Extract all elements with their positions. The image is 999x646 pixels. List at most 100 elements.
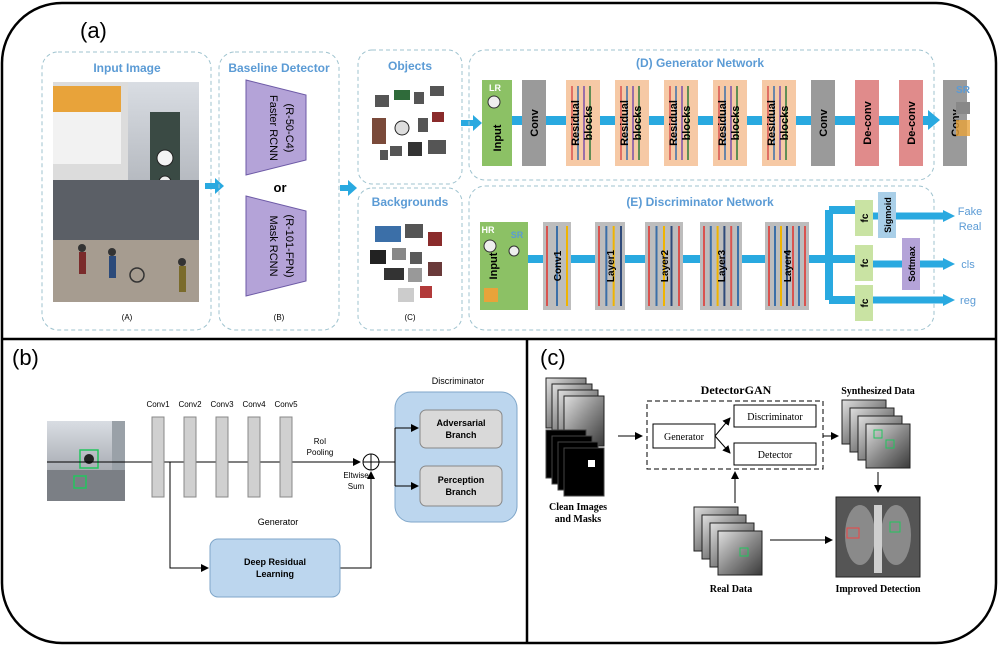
deep-residual-box bbox=[209, 538, 341, 598]
panel-c: (c) Clean Images and Masks DetectorGAN G… bbox=[540, 345, 921, 595]
panel-a: (a) Input Image (A) bbox=[41, 18, 982, 331]
generator-block-9: De-conv bbox=[899, 80, 923, 166]
faster-rcnn-line1: Faster RCNN bbox=[267, 95, 279, 161]
generator-title: (D) Generator Network bbox=[636, 56, 764, 70]
discriminator-input-label: Input bbox=[488, 252, 500, 279]
detectorgan-box bbox=[646, 400, 824, 470]
conv-label: Conv5 bbox=[274, 400, 298, 409]
sr-output-label: SR bbox=[956, 85, 971, 96]
conv-label: Conv3 bbox=[210, 400, 234, 409]
generator-block-label: blocks bbox=[730, 106, 742, 141]
softmax-block bbox=[902, 238, 920, 290]
conv-block-5: Conv5 bbox=[274, 400, 298, 498]
sr-output-image bbox=[956, 102, 970, 114]
panel-b: (b) Conv1 Conv2 Conv3 Conv4 Conv5 RoI Poolin… bbox=[12, 345, 518, 598]
generator-block-label: blocks bbox=[681, 106, 693, 141]
adversarial-line2: Branch bbox=[445, 430, 476, 440]
backgrounds-title: Backgrounds bbox=[372, 195, 449, 209]
disc-layer-label: Layer3 bbox=[717, 249, 728, 282]
output-real: Real bbox=[959, 221, 982, 233]
real-data-stack bbox=[693, 506, 763, 576]
objects-title: Objects bbox=[388, 59, 432, 73]
generator-block-label: Residual bbox=[570, 100, 582, 146]
generator-input-block bbox=[482, 80, 512, 166]
residual-return-path bbox=[339, 471, 375, 569]
synthesized-stack bbox=[841, 399, 911, 469]
conv-block-4: Conv4 bbox=[242, 400, 266, 498]
input-image-box: Input Image (A) bbox=[41, 51, 212, 331]
generator-lr: LR bbox=[489, 83, 501, 93]
mask-rcnn-line2: (R-101-FPN) bbox=[283, 215, 295, 278]
background-crops bbox=[370, 224, 442, 302]
generator-block-label: Residual bbox=[619, 100, 631, 146]
discriminator-hr: HR bbox=[482, 225, 495, 235]
disc-layer-1: Conv1 bbox=[543, 222, 571, 310]
disc-layer-5: Layer4 bbox=[765, 222, 809, 310]
baseline-detector-box: Baseline Detector Faster RCNN (R-50-C4) … bbox=[218, 51, 340, 331]
input-image-tag: (A) bbox=[122, 313, 133, 322]
perception-branch bbox=[419, 465, 503, 507]
perception-line2: Branch bbox=[445, 487, 476, 497]
deep-residual-line2: Learning bbox=[256, 569, 294, 579]
mask-rcnn-block bbox=[245, 195, 307, 297]
conv-block-2: Conv2 bbox=[178, 400, 202, 498]
panel-c-label: (c) bbox=[540, 345, 566, 370]
discriminator-layers: Conv1 Layer1 Layer2 Layer3 Layer4 bbox=[543, 222, 809, 310]
eltwise-line1: Eltwise bbox=[343, 471, 369, 480]
generator-block-label: blocks bbox=[632, 106, 644, 141]
clean-images-line2: and Masks bbox=[555, 514, 602, 525]
fc-block-2 bbox=[855, 245, 873, 281]
street-photo bbox=[53, 82, 199, 302]
clean-images-line1: Clean Images bbox=[549, 502, 607, 513]
generator-block-label: Residual bbox=[717, 100, 729, 146]
baseline-title: Baseline Detector bbox=[228, 61, 330, 75]
adversarial-branch bbox=[419, 409, 503, 449]
fc-label-2: fc bbox=[860, 258, 871, 267]
real-data-label: Real Data bbox=[710, 584, 753, 595]
disc-layer-3: Layer2 bbox=[645, 222, 683, 310]
baseline-tag-b: (B) bbox=[274, 313, 285, 322]
disc-layer-label: Layer4 bbox=[783, 249, 794, 282]
discriminator-sr: SR bbox=[511, 230, 524, 240]
roi-pooling-line1: RoI bbox=[314, 437, 326, 446]
faster-rcnn-line2: (R-50-C4) bbox=[283, 104, 295, 153]
conv-stack: Conv1 Conv2 Conv3 Conv4 Conv5 bbox=[146, 400, 298, 498]
object-crops bbox=[372, 86, 446, 160]
generator-block-label: Residual bbox=[668, 100, 680, 146]
conv-label: Conv1 bbox=[146, 400, 170, 409]
generator-block-label: blocks bbox=[779, 106, 791, 141]
discriminator-network: (E) Discriminator Network HR SR Input Co… bbox=[468, 185, 982, 331]
generator-text: Generator bbox=[664, 432, 705, 443]
mask-rcnn-line1: Mask RCNN bbox=[267, 215, 279, 276]
arrow-input-to-baseline bbox=[205, 178, 224, 194]
improved-detection-label: Improved Detection bbox=[835, 584, 921, 595]
discriminator-title: (E) Discriminator Network bbox=[626, 195, 774, 209]
panel-b-label: (b) bbox=[12, 345, 39, 370]
conv-block-3: Conv3 bbox=[210, 400, 234, 498]
disc-layer-label: Layer1 bbox=[606, 249, 617, 282]
roi-pooling-line2: Pooling bbox=[307, 448, 334, 457]
deep-residual-line1: Deep Residual bbox=[244, 557, 306, 567]
softmax-label: Softmax bbox=[907, 246, 917, 282]
discriminator-label: Discriminator bbox=[432, 376, 485, 386]
sigmoid-block bbox=[878, 192, 896, 238]
output-reg: reg bbox=[960, 295, 976, 307]
generator-block-label: De-conv bbox=[862, 100, 874, 144]
detectorgan-title: DetectorGAN bbox=[701, 383, 772, 397]
residual-path bbox=[169, 462, 209, 572]
adversarial-line1: Adversarial bbox=[436, 418, 485, 428]
objects-box: Objects bbox=[357, 49, 463, 185]
perception-line1: Perception bbox=[438, 475, 485, 485]
generator-block-label: Conv bbox=[818, 108, 830, 136]
traffic-light-photo bbox=[47, 421, 125, 501]
faster-rcnn-block bbox=[245, 79, 307, 176]
clean-images-stack bbox=[545, 377, 605, 497]
